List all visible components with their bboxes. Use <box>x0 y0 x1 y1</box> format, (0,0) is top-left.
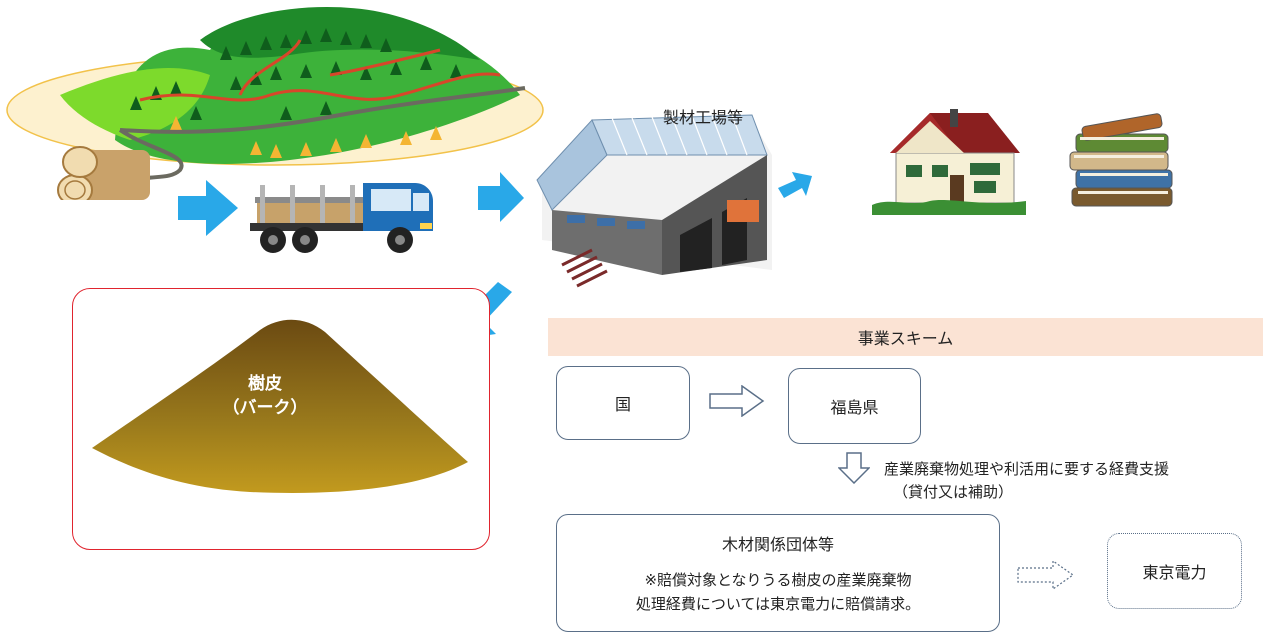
bark-label: 樹皮 （バーク） <box>200 372 330 420</box>
node-national: 国 <box>556 366 690 440</box>
forest-hill-illustration <box>6 7 544 200</box>
support-text-line1: 産業廃棄物処理や利活用に要する経費支援 <box>884 460 1170 478</box>
sawmill-illustration <box>536 114 772 288</box>
log-truck-illustration <box>250 183 433 253</box>
node-prefecture: 福島県 <box>788 368 921 444</box>
node-timber-organizations: 木材関係団体等 ※賠償対象となりうる樹皮の産業廃棄物 処理経費については東京電力… <box>556 514 1000 632</box>
bark-label-sub: （バーク） <box>222 398 308 418</box>
arrow-national-to-prefecture <box>709 385 765 417</box>
bark-label-main: 樹皮 <box>248 374 282 394</box>
arrow-org-to-tepco <box>1017 560 1075 590</box>
arrow-prefecture-to-org <box>838 452 870 484</box>
support-text-line2: （貸付又は補助） <box>893 483 1014 501</box>
node-tepco: 東京電力 <box>1107 533 1242 609</box>
sawmill-label: 製材工場等 <box>663 108 744 127</box>
bark-pile-illustration <box>92 319 468 493</box>
house-illustration <box>872 109 1026 215</box>
arrow-forest-to-truck <box>178 180 238 236</box>
arrow-truck-to-sawmill <box>478 172 524 222</box>
org-title: 木材関係団体等 <box>721 535 834 554</box>
scheme-header: 事業スキーム <box>548 318 1263 356</box>
org-note-line1: ※賠償対象となりうる樹皮の産業廃棄物 <box>644 571 912 589</box>
books-illustration <box>1069 113 1173 207</box>
arrow-sawmill-to-products <box>778 172 812 198</box>
org-note-line2: 処理経費については東京電力に賠償請求。 <box>635 595 921 613</box>
